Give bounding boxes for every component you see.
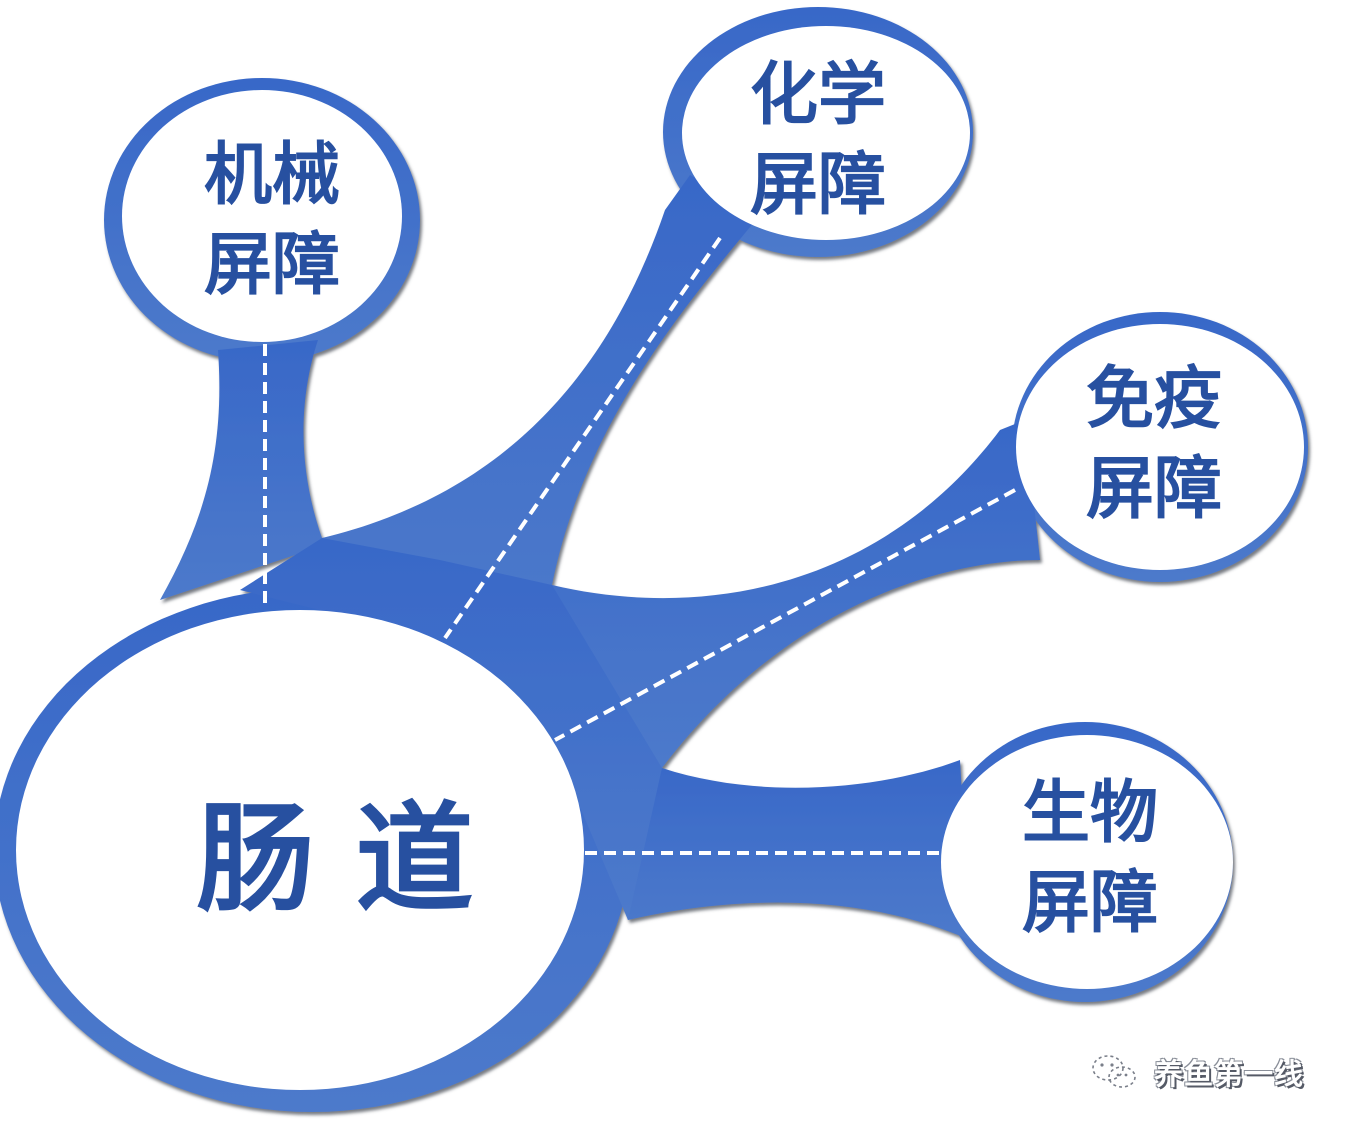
- node-immune-label-line2: 屏障: [1086, 450, 1222, 529]
- watermark: 养鱼第一线: [1088, 1050, 1304, 1094]
- node-biological-label-line1: 生物: [1022, 774, 1158, 853]
- node-chemical-label-line1: 化学: [750, 56, 886, 135]
- node-chemical-label-line2: 屏障: [750, 146, 886, 225]
- wechat-icon: [1092, 1055, 1136, 1088]
- node-immune-circle: [1016, 324, 1304, 570]
- node-biological-label-line2: 屏障: [1022, 864, 1158, 943]
- dashed-connectors: [263, 236, 1016, 855]
- node-mechanical-label-line2: 屏障: [204, 226, 340, 305]
- node-chemical-circle: [682, 26, 970, 240]
- node-immune-label-line1: 免疫: [1086, 360, 1222, 439]
- watermark-text: 养鱼第一线: [1154, 1057, 1305, 1091]
- node-mechanical-label-line1: 机械: [204, 136, 340, 215]
- connector-chemical: [443, 236, 722, 640]
- node-interiors: [16, 26, 1304, 1090]
- center-circle: [16, 610, 584, 1090]
- connector-immune: [554, 488, 1016, 742]
- center-label: 肠 道: [196, 790, 473, 928]
- node-mechanical-circle: [122, 90, 402, 342]
- node-biological-circle: [941, 735, 1233, 989]
